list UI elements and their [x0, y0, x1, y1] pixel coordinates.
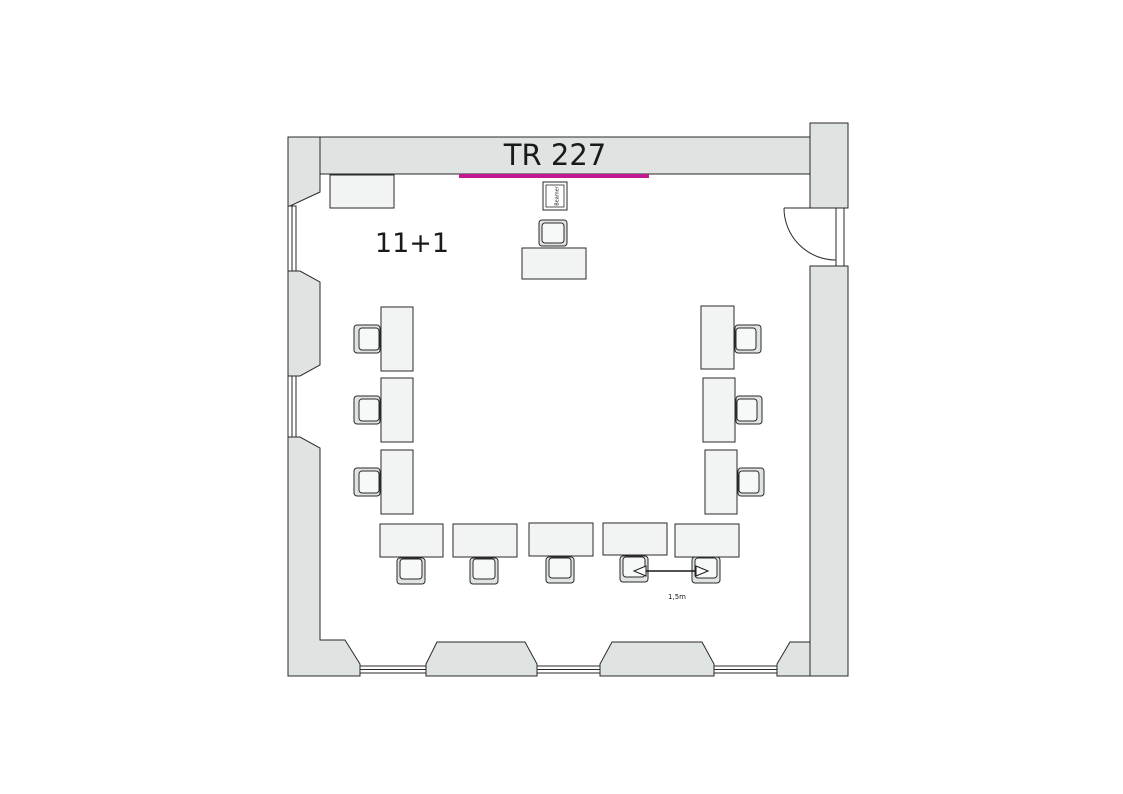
- projector-label: Beamer: [555, 185, 561, 206]
- wall-right: [809, 265, 849, 677]
- desk-bottom-3: [528, 522, 594, 584]
- windows: [287, 205, 778, 674]
- wall-left-bottom: [287, 436, 361, 677]
- desk-right-1: [700, 305, 762, 370]
- desk-left-1: [353, 306, 414, 372]
- teacher-station: [521, 219, 587, 280]
- desk-right-3: [704, 449, 765, 515]
- wall-top-right-pillar: [809, 122, 849, 209]
- right-desk-row: [700, 305, 765, 515]
- cabinet: [329, 174, 395, 209]
- projection-screen: [459, 174, 649, 178]
- wall-left-mid: [287, 270, 321, 377]
- wall-top: [287, 136, 811, 175]
- wall-bottom-pillar-2: [599, 641, 715, 677]
- chair: [538, 219, 568, 247]
- wall-bottom-right: [776, 641, 811, 677]
- wall-left-top: [287, 136, 321, 207]
- desk-bottom-2: [452, 523, 518, 585]
- capacity-label: 11+1: [375, 228, 449, 259]
- teacher-desk: [521, 247, 587, 280]
- left-desk-row: [353, 306, 414, 515]
- desk-right-2: [702, 377, 763, 443]
- wall-bottom-pillar-1: [425, 641, 538, 677]
- distance-label: 1,5m: [668, 593, 686, 601]
- desk-bottom-5: [674, 523, 740, 584]
- desk-bottom-1: [379, 523, 444, 585]
- desk-left-2: [353, 377, 414, 443]
- door: [783, 207, 848, 267]
- bottom-desk-row: [379, 522, 740, 585]
- room-name: TR 227: [503, 138, 606, 172]
- distance-arrow: [632, 565, 710, 577]
- desk-bottom-4: [602, 522, 668, 583]
- projector-icon: Beamer: [542, 181, 568, 211]
- desk-left-3: [353, 449, 414, 515]
